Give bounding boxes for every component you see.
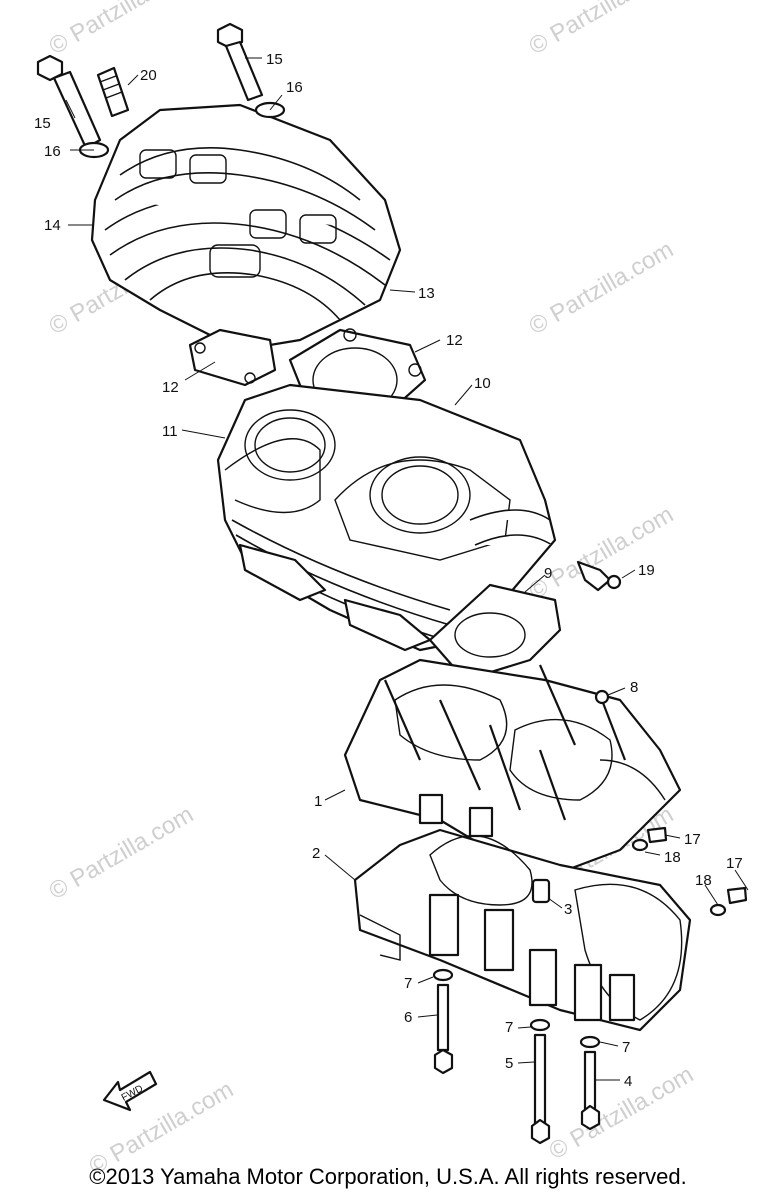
bolt-4: [579, 1035, 601, 1131]
head-gasket-left: [188, 328, 277, 387]
head-bolt-right: [216, 22, 286, 119]
callout-11: 11: [162, 423, 178, 440]
watermark: © Partzilla.com: [45, 801, 199, 905]
bolt-5: [529, 1018, 551, 1145]
callout-20: 20: [140, 67, 157, 84]
bolt-17-upper: [631, 826, 668, 852]
watermark: © Partzilla.com: [525, 236, 679, 340]
upper-crankcase: [343, 658, 682, 882]
callout-7-c: 7: [622, 1039, 630, 1056]
callout-14: 14: [44, 217, 61, 234]
callout-4: 4: [624, 1073, 632, 1090]
watermark: © Partzilla.com: [525, 0, 679, 60]
callout-17-lower: 17: [726, 855, 743, 872]
callout-1: 1: [314, 793, 322, 810]
callouts: 20 15 16 15 16 14 13 12 12 11 10 9 19 8 …: [34, 51, 743, 1090]
fitting: [576, 560, 622, 592]
bolt-6: [432, 968, 454, 1075]
lower-crankcase: [353, 828, 692, 1032]
callout-12-right: 12: [446, 332, 463, 349]
cylinder-block: [216, 383, 557, 652]
watermark: © Partzilla.com: [45, 0, 199, 60]
callout-15-right: 15: [266, 51, 283, 68]
watermark: © Partzilla.com: [545, 1061, 699, 1165]
callout-12-left: 12: [162, 379, 179, 396]
callout-7-a: 7: [404, 975, 412, 992]
spark-plug: [96, 66, 130, 118]
callout-15-left: 15: [34, 115, 51, 132]
callout-3: 3: [564, 901, 572, 918]
callout-13: 13: [418, 285, 435, 302]
front-arrow-icon: FWD: [102, 1070, 158, 1112]
callout-19: 19: [638, 562, 655, 579]
callout-18-upper: 18: [664, 849, 681, 866]
copyright-notice: ©2013 Yamaha Motor Corporation, U.S.A. A…: [89, 1164, 687, 1189]
callout-9: 9: [544, 565, 552, 582]
callout-17-upper: 17: [684, 831, 701, 848]
callout-7-b: 7: [505, 1019, 513, 1036]
callout-2: 2: [312, 845, 320, 862]
callout-8: 8: [630, 679, 638, 696]
head-bolt-left: [36, 54, 110, 159]
callout-10: 10: [474, 375, 491, 392]
callout-5: 5: [505, 1055, 513, 1072]
callout-18-lower: 18: [695, 872, 712, 889]
stud: [594, 689, 610, 705]
callout-6: 6: [404, 1009, 412, 1026]
callout-16-right: 16: [286, 79, 303, 96]
callout-16-left: 16: [44, 143, 61, 160]
cylinder-head: [90, 103, 402, 352]
front-marker-label: FWD: [120, 1083, 145, 1103]
leader-lines: [65, 57, 749, 1081]
